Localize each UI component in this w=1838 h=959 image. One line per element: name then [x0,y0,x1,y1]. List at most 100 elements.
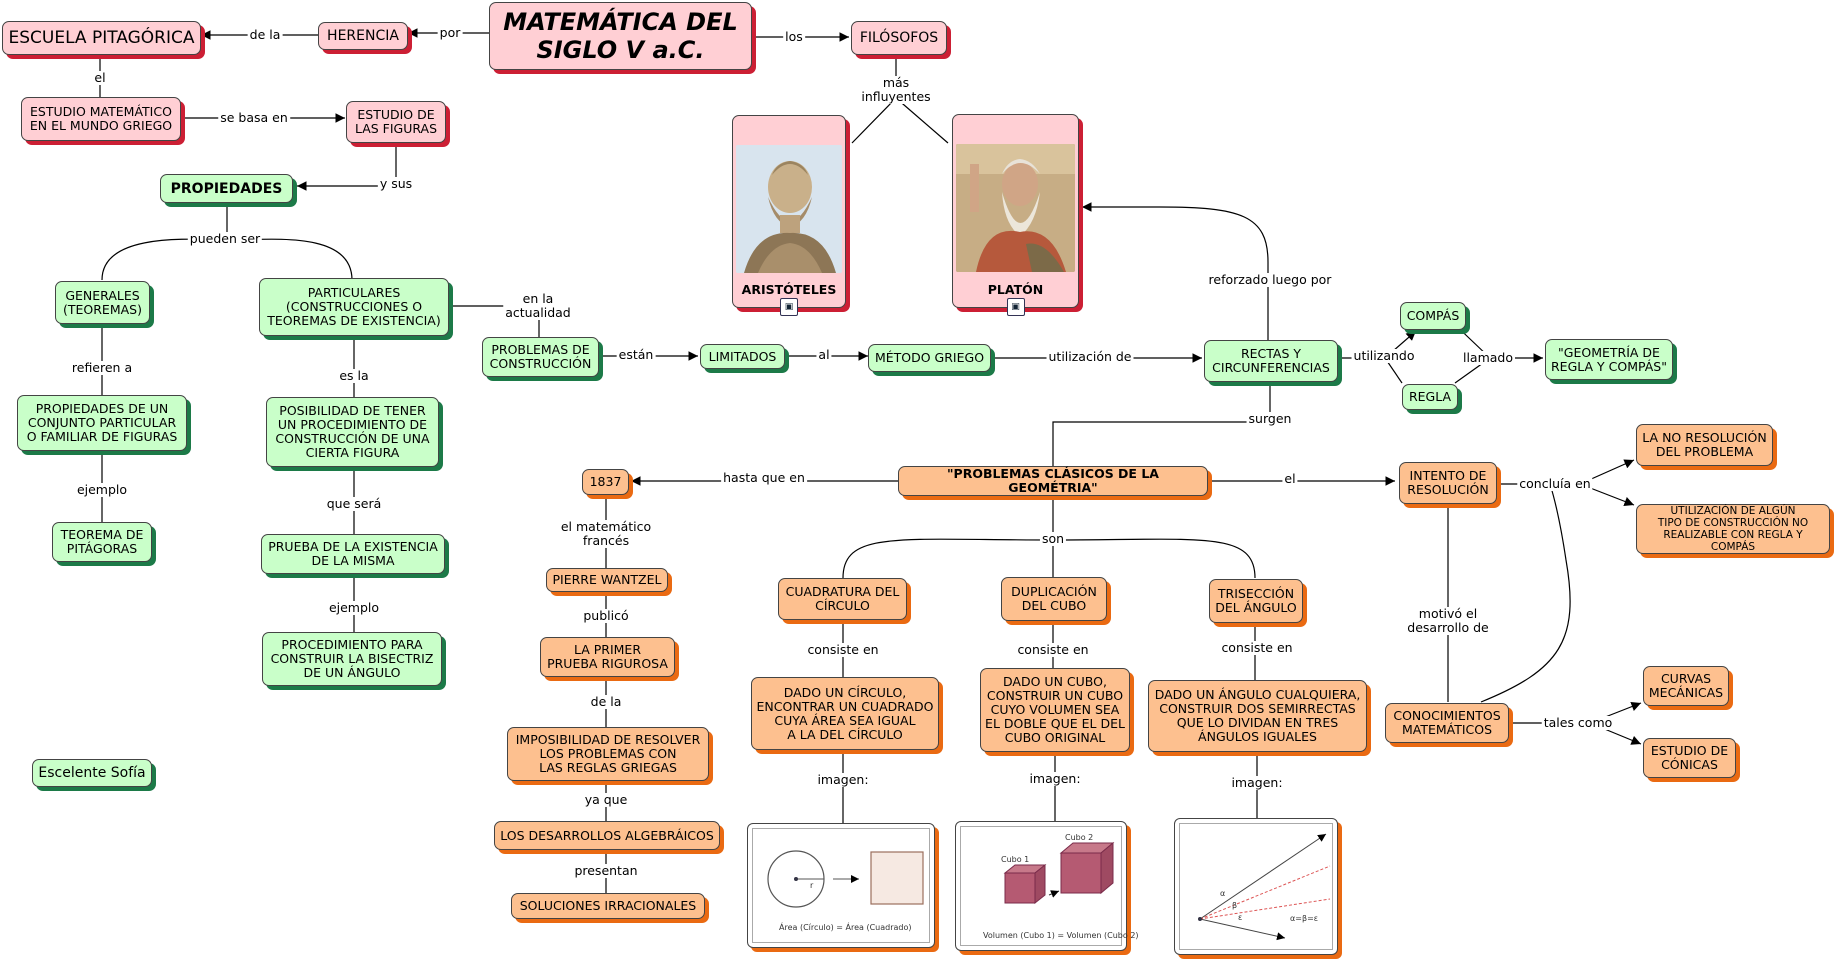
platon-caption: PLATÓN [987,282,1044,297]
node-cuadratura-circulo[interactable]: CUADRATURA DEL CÍRCULO [778,578,907,620]
node-conocimientos[interactable]: CONOCIMIENTOS MATEMÁTICOS [1385,703,1509,743]
node-primer-prueba[interactable]: LA PRIMER PRUEBA RIGUROSA [540,637,675,677]
label-pueden-ser: pueden ser [187,231,263,246]
node-filosofos[interactable]: FILÓSOFOS [851,21,947,55]
node-metodo-griego[interactable]: MÉTODO GRIEGO [868,344,991,372]
node-posibilidad[interactable]: POSIBILIDAD DE TENER UN PROCEDIMIENTO DE… [266,397,439,467]
label-y-sus: y sus [377,176,415,191]
node-bisectriz[interactable]: PROCEDIMIENTO PARA CONSTRUIR LA BISECTRI… [262,632,442,686]
label-consiste-2: consiste en [1015,642,1091,657]
angle-equality-label: α=β=ε [1290,914,1319,923]
node-escelente-sofia[interactable]: Escelente Sofía [32,759,152,787]
label-concluia-en: concluía en [1517,476,1593,491]
cube2-label: Cubo 2 [1065,833,1094,842]
alpha-label: α [1220,889,1226,898]
label-en-la-actualidad: en la actualidad [503,291,573,320]
node-platon[interactable]: PLATÓN ▣ [952,114,1079,316]
node-curvas-mecanicas[interactable]: CURVAS MECÁNICAS [1643,666,1729,706]
label-el-2: el [1282,471,1298,486]
node-dado-angulo[interactable]: DADO UN ÁNGULO CUALQUIERA, CONSTRUIR DOS… [1148,680,1367,752]
label-refieren-a: refieren a [69,360,135,375]
node-compas[interactable]: COMPÁS [1400,302,1466,330]
image-link-icon[interactable]: ▣ [780,298,798,316]
node-problemas-construccion[interactable]: PROBLEMAS DE CONSTRUCCIÓN [482,337,599,377]
node-imposibilidad[interactable]: IMPOSIBILIDAD DE RESOLVER LOS PROBLEMAS … [507,727,709,781]
edge-reforzado [1082,202,1269,342]
node-dado-cubo[interactable]: DADO UN CUBO, CONSTRUIR UN CUBO CUYO VOL… [980,668,1130,752]
circle-radius-label: r [810,881,814,890]
label-imagen-3: imagen: [1229,775,1285,790]
label-es-la: es la [337,368,371,383]
node-duplicacion-cubo[interactable]: DUPLICACIÓN DEL CUBO [1001,577,1107,621]
label-ejemplo-1: ejemplo [74,482,130,497]
figure-cuadratura[interactable]: r Área (Círculo) = Área (Cuadrado) [747,823,935,948]
node-estudio-matematico[interactable]: ESTUDIO MATEMÁTICO EN EL MUNDO GRIEGO [21,97,181,141]
node-soluciones-irracionales[interactable]: SOLUCIONES IRRACIONALES [511,893,705,919]
label-presentan: presentan [572,863,640,878]
beta-label: β [1232,901,1238,910]
label-que-sera: que será [324,496,384,511]
figure-triseccion[interactable]: α β ε α=β=ε [1174,818,1338,955]
node-geometria-regla-compas[interactable]: "GEOMETRÍA DE REGLA Y COMPÁS" [1545,339,1673,380]
label-ya-que: ya que [582,792,630,807]
node-utilizacion-algun[interactable]: UTILIZACIÓN DE ALGÚN TIPO DE CONSTRUCCIÓ… [1636,504,1830,554]
node-estudio-figuras[interactable]: ESTUDIO DE LAS FIGURAS [346,101,446,143]
cube1-label: Cubo 1 [1001,855,1030,864]
label-ejemplo-2: ejemplo [326,600,382,615]
epsilon-label: ε [1238,913,1243,922]
label-consiste-3: consiste en [1219,640,1295,655]
node-particulares[interactable]: PARTICULARES (CONSTRUCCIONES O TEOREMAS … [259,278,449,336]
node-pierre-wantzel[interactable]: PIERRE WANTZEL [546,568,668,592]
node-1837[interactable]: 1837 [582,469,629,495]
node-estudio-conicas[interactable]: ESTUDIO DE CÓNICAS [1643,738,1736,778]
main-title-node[interactable]: MATEMÁTICA DEL SIGLO V a.C. [489,2,752,70]
node-dado-circulo[interactable]: DADO UN CÍRCULO, ENCONTRAR UN CUADRADO C… [751,677,939,750]
cube-caption: Volumen (Cubo 1) = Volumen (Cubo 2) [983,931,1139,940]
label-estan: están [616,347,656,362]
node-aristoteles[interactable]: ARISTÓTELES ▣ [732,115,846,316]
label-imagen-1: imagen: [815,772,871,787]
node-desarrollos-algebraicos[interactable]: LOS DESARROLLOS ALGEBRÁICOS [494,821,720,850]
label-imagen-2: imagen: [1027,771,1083,786]
node-no-resolucion[interactable]: LA NO RESOLUCIÓN DEL PROBLEMA [1636,424,1773,466]
label-utilizando: utilizando [1351,348,1417,363]
node-regla[interactable]: REGLA [1402,384,1458,410]
figure-duplicacion[interactable]: Cubo 1 Cubo 2 Volumen (Cubo 1) = Volumen… [955,821,1139,951]
node-escuela-pitagorica[interactable]: ESCUELA PITAGÓRICA [2,21,201,55]
node-prueba-existencia[interactable]: PRUEBA DE LA EXISTENCIA DE LA MISMA [261,534,445,574]
node-limitados[interactable]: LIMITADOS [700,344,785,369]
node-generales[interactable]: GENERALES (TEOREMAS) [55,281,150,324]
label-el-matematico: el matemático francés [558,519,654,548]
label-de-la: de la [247,27,283,42]
circle-caption: Área (Círculo) = Área (Cuadrado) [779,923,912,932]
node-intento-resolucion[interactable]: INTENTO DE RESOLUCIÓN [1399,462,1497,504]
label-publico: publicó [581,608,631,623]
node-triseccion-angulo[interactable]: TRISECCIÓN DEL ÁNGULO [1209,579,1303,623]
label-el: el [92,70,108,85]
node-rectas-circunferencias[interactable]: RECTAS Y CIRCUNFERENCIAS [1204,340,1338,382]
node-teorema-pitagoras[interactable]: TEOREMA DE PITÁGORAS [52,522,152,562]
label-se-basa-en: se basa en [218,110,290,125]
aristoteles-portrait [736,145,842,273]
label-reforzado: reforzado luego por [1206,272,1334,287]
label-por: por [437,25,463,40]
label-surgen: surgen [1246,411,1294,426]
node-problemas-clasicos[interactable]: "PROBLEMAS CLÁSICOS DE LA GEOMÉTRIA" [898,466,1208,496]
node-propiedades-conjunto[interactable]: PROPIEDADES DE UN CONJUNTO PARTICULAR O … [17,395,187,451]
label-utilizacion-de: utilización de [1046,349,1134,364]
image-link-icon[interactable]: ▣ [1006,298,1025,316]
platon-portrait [956,144,1075,272]
label-llamado: llamado [1460,350,1516,365]
node-propiedades[interactable]: PROPIEDADES [160,174,293,203]
label-de-la-2: de la [588,694,624,709]
label-son: son [1039,531,1067,546]
label-los: los [783,29,805,44]
node-herencia[interactable]: HERENCIA [318,22,408,50]
label-consiste-1: consiste en [805,642,881,657]
edge-conocimientos-concluia [1480,483,1571,703]
label-hasta-que-en: hasta que en [721,470,807,485]
label-mas-influyentes: más influyentes [859,75,933,104]
edge-surgen [1052,383,1271,466]
label-al: al [816,347,832,362]
